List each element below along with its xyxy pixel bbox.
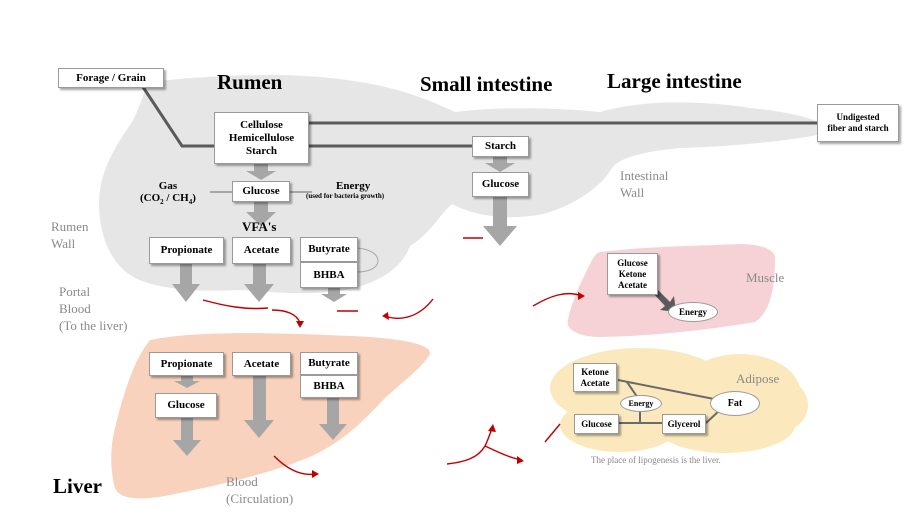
adipose-glycerol-box: Glycerol	[662, 414, 706, 434]
arrow-acetate-portal	[244, 264, 274, 302]
arrow-glucose-vfa	[246, 202, 276, 226]
flow-arrows	[172, 157, 517, 456]
adipose-ketone-acetate-box: Ketone Acetate	[573, 363, 617, 392]
rumen-title: Rumen	[217, 70, 283, 94]
bhba-liver-box: BHBA	[300, 375, 358, 398]
muscle-acetate: Acetate	[618, 279, 647, 290]
arrow-propionate-glucose-liver	[174, 376, 200, 388]
adipose-energy-oval: Energy	[620, 395, 662, 412]
forage-feed-line	[141, 86, 215, 148]
arrow-bhba-liver-blood	[319, 398, 347, 440]
adipose-label: Adipose	[736, 371, 780, 386]
glucose-intestine-box: Glucose	[472, 172, 529, 197]
cellulose-label: Cellulose	[240, 118, 283, 131]
energy-label-group: Energy (used for bacteria growth)	[306, 180, 385, 201]
acetate-liver-box: Acetate	[232, 352, 291, 376]
blood-flow-arrows	[202, 237, 585, 478]
propionate-rumen-box: Propionate	[149, 237, 224, 264]
large-intestine-title: Large intestine	[607, 69, 742, 93]
energy-label: Energy	[336, 180, 371, 192]
energy-note: (used for bacteria growth)	[306, 192, 385, 200]
starch-rumen-label: Starch	[246, 144, 277, 157]
arrow-propionate-portal	[172, 264, 200, 302]
undigested-box: Undigested fiber and starch	[817, 104, 899, 142]
hemicellulose-label: Hemicellulose	[228, 131, 295, 144]
arrow-muscle-energy	[652, 288, 676, 312]
arrow-bhba-portal	[321, 288, 347, 302]
adipose-acetate: Acetate	[580, 377, 610, 388]
blood-circulation-label: Blood(Circulation)	[226, 474, 294, 506]
muscle-ketone: Ketone	[618, 268, 647, 279]
arrow-intestine-blood	[483, 197, 517, 246]
butyrate-rumen-box: Butyrate	[300, 237, 358, 262]
fiber-starch-box: Cellulose Hemicellulose Starch	[214, 112, 309, 164]
butyrate-loop	[356, 247, 379, 273]
muscle-label: Muscle	[746, 270, 785, 285]
acetate-rumen-box: Acetate	[232, 237, 291, 264]
vfas-label: VFA's	[242, 219, 277, 234]
arrow-starch-glucose-intestine	[485, 157, 515, 172]
butyrate-liver-box: Butyrate	[300, 352, 358, 375]
forage-grain-box: Forage / Grain	[58, 68, 164, 88]
gas-line-1: Gas	[158, 180, 178, 192]
undigested-line-2: fiber and starch	[827, 123, 889, 133]
adipose-glucose-box: Glucose	[574, 414, 619, 434]
adipose-ketone: Ketone	[581, 366, 609, 377]
adipose-connectors	[617, 379, 721, 424]
adipose-fat-oval: Fat	[710, 391, 760, 416]
lipogenesis-note: The place of lipogenesis is the liver.	[591, 455, 721, 465]
undigested-line-1: Undigested	[836, 112, 880, 122]
gas-label: Gas (CO2 / CH4)	[140, 180, 196, 208]
small-intestine-title: Small intestine	[420, 72, 553, 96]
arrow-acetate-liver-blood	[244, 376, 274, 438]
glucose-rumen-box: Glucose	[232, 181, 290, 202]
muscle-substrates-box: Glucose Ketone Acetate	[607, 253, 658, 295]
gas-line-2: (CO2 / CH4)	[140, 192, 196, 207]
glucose-liver-box: Glucose	[155, 393, 217, 418]
liver-title: Liver	[53, 474, 102, 498]
muscle-energy-oval: Energy	[668, 302, 718, 322]
starch-intestine-box: Starch	[472, 136, 529, 157]
propionate-liver-box: Propionate	[149, 352, 224, 376]
arrow-glucose-liver-blood	[173, 418, 201, 456]
muscle-glucose: Glucose	[617, 257, 648, 268]
arrow-cellulose-glucose	[246, 164, 276, 180]
bhba-rumen-box: BHBA	[300, 262, 358, 288]
muscle-region-shape	[567, 244, 775, 337]
